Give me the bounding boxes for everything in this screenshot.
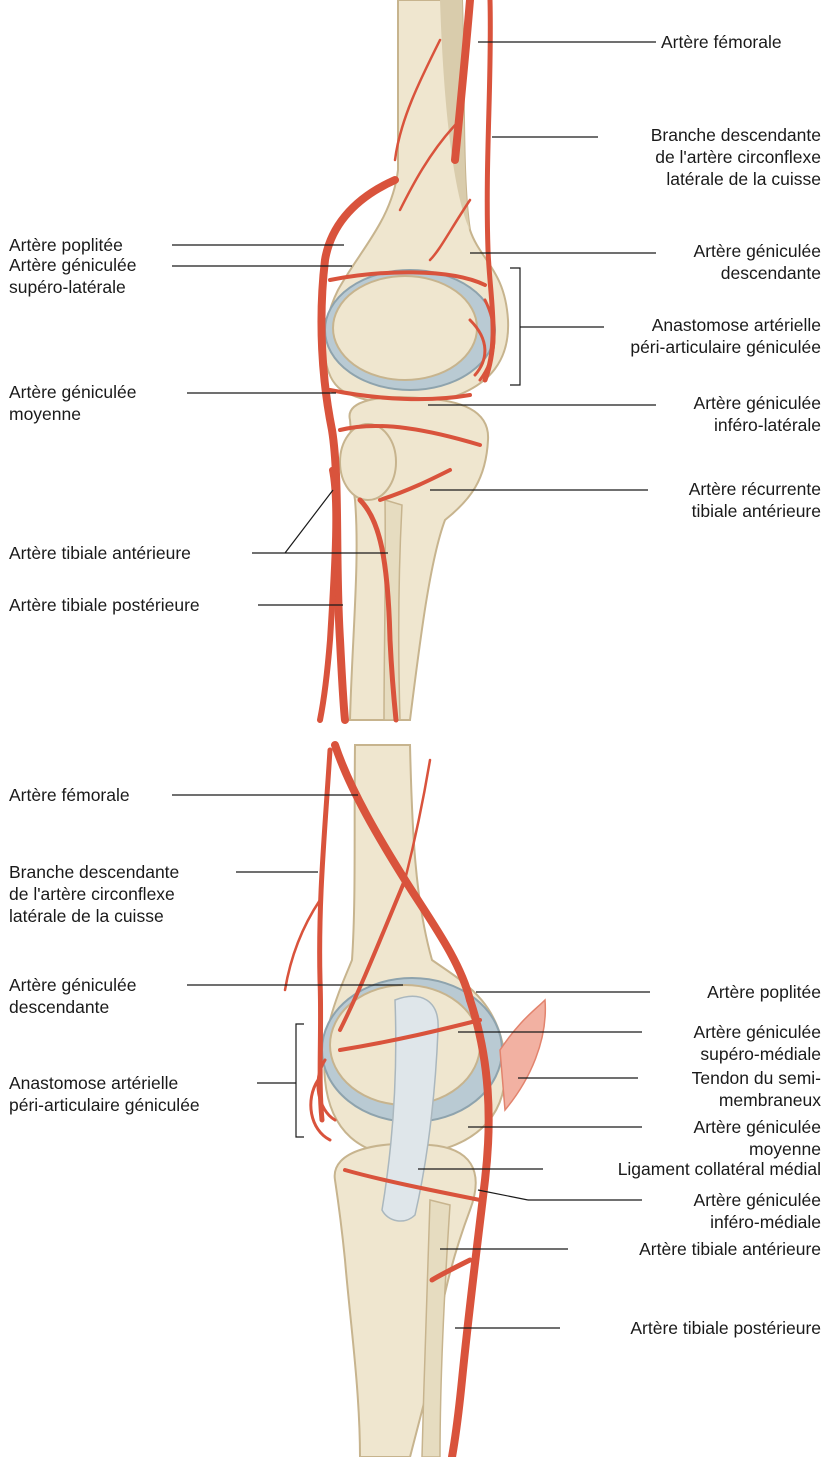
- top-knee-illustration: [320, 0, 508, 720]
- top-anterior-tibial: [320, 470, 335, 720]
- label-top-poplitee: Artère poplitée: [9, 234, 123, 256]
- label-bottom-tibiale-posterieure: Artère tibiale postérieure: [630, 1317, 821, 1339]
- label-bottom-geniculee-supero-mediale: Artère géniculée supéro-médiale: [694, 1021, 821, 1065]
- label-bottom-tibiale-anterieure: Artère tibiale antérieure: [639, 1238, 821, 1260]
- label-bottom-anastomose: Anastomose artérielle péri-articulaire g…: [9, 1072, 200, 1116]
- leader-top-anastomose: [510, 268, 604, 385]
- label-top-femorale: Artère fémorale: [661, 31, 782, 53]
- label-top-anastomose: Anastomose artérielle péri-articulaire g…: [630, 314, 821, 358]
- label-bottom-branche-descendante: Branche descendante de l'artère circonfl…: [9, 861, 179, 927]
- label-top-geniculee-moyenne: Artère géniculée moyenne: [9, 381, 136, 425]
- label-bottom-ligament-collateral: Ligament collatéral médial: [618, 1158, 821, 1180]
- label-top-tibiale-posterieure: Artère tibiale postérieure: [9, 594, 200, 616]
- top-patella: [333, 276, 477, 380]
- top-fibula-head: [340, 424, 396, 500]
- label-top-branche-descendante: Branche descendante de l'artère circonfl…: [651, 124, 821, 190]
- bottom-knee-illustration: [285, 745, 545, 1457]
- label-top-recurrente-tibiale: Artère récurrente tibiale antérieure: [689, 478, 821, 522]
- label-bottom-poplitee: Artère poplitée: [707, 981, 821, 1003]
- label-top-geniculee-descendante: Artère géniculée descendante: [694, 240, 821, 284]
- label-bottom-tendon-semi-membraneux: Tendon du semi- membraneux: [692, 1067, 821, 1111]
- leader-bottom-anastomose: [257, 1024, 304, 1137]
- bottom-semimembranosus-tendon: [500, 1000, 545, 1110]
- label-top-geniculee-infero-laterale: Artère géniculée inféro-latérale: [694, 392, 821, 436]
- label-bottom-femorale: Artère fémorale: [9, 784, 130, 806]
- label-top-geniculee-supero-laterale: Artère géniculée supéro-latérale: [9, 254, 136, 298]
- label-bottom-geniculee-infero-mediale: Artère géniculée inféro-médiale: [694, 1189, 821, 1233]
- label-bottom-geniculee-descendante: Artère géniculée descendante: [9, 974, 136, 1018]
- label-top-tibiale-anterieure: Artère tibiale antérieure: [9, 542, 191, 564]
- label-bottom-geniculee-moyenne: Artère géniculée moyenne: [694, 1116, 821, 1160]
